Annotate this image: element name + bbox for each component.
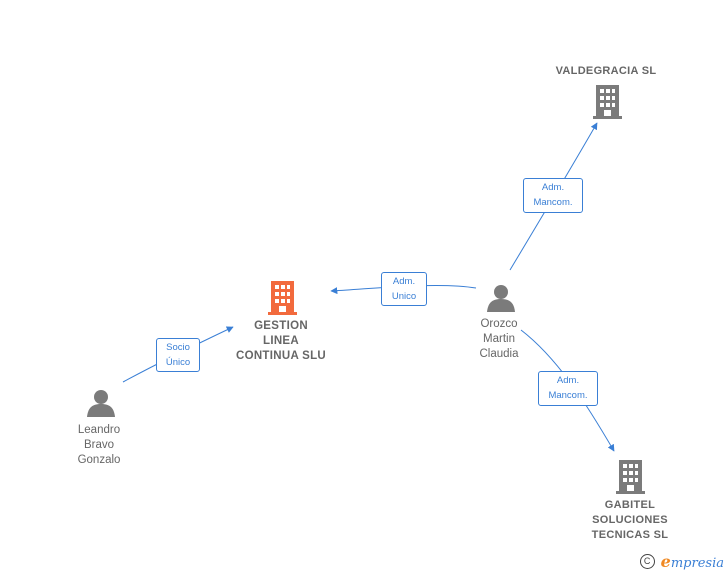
footer-brand: C empresia (639, 552, 724, 571)
person-icon[interactable] (87, 390, 115, 417)
person-label-orozco[interactable]: Orozco Martin Claudia (479, 318, 519, 360)
edge-label-socio-unico[interactable]: Socio Único (156, 338, 200, 372)
company-label-gabitel[interactable]: GABITEL SOLUCIONES TECNICAS SL (591, 499, 669, 541)
brand-initial: e (660, 552, 671, 571)
person-icon[interactable] (487, 285, 515, 312)
building-icon[interactable] (616, 460, 645, 494)
building-icon[interactable] (593, 85, 622, 119)
edge-label-adm-mancom-gabitel[interactable]: Adm. Mancom. (538, 371, 598, 406)
company-label-valdegracia[interactable]: VALDEGRACIA SL (555, 65, 657, 77)
building-icon[interactable] (268, 281, 297, 315)
empresia-logo[interactable]: empresia (661, 552, 724, 571)
person-label-leandro[interactable]: Leandro Bravo Gonzalo (77, 424, 121, 466)
brand-rest: mpresia (670, 556, 724, 571)
company-label-main[interactable]: GESTION LINEA CONTINUA SLU (235, 320, 327, 362)
copyright-icon: C (639, 554, 655, 569)
edge-label-adm-unico[interactable]: Adm. Unico (381, 272, 427, 306)
edge-label-adm-mancom-valdegracia[interactable]: Adm. Mancom. (523, 178, 583, 213)
